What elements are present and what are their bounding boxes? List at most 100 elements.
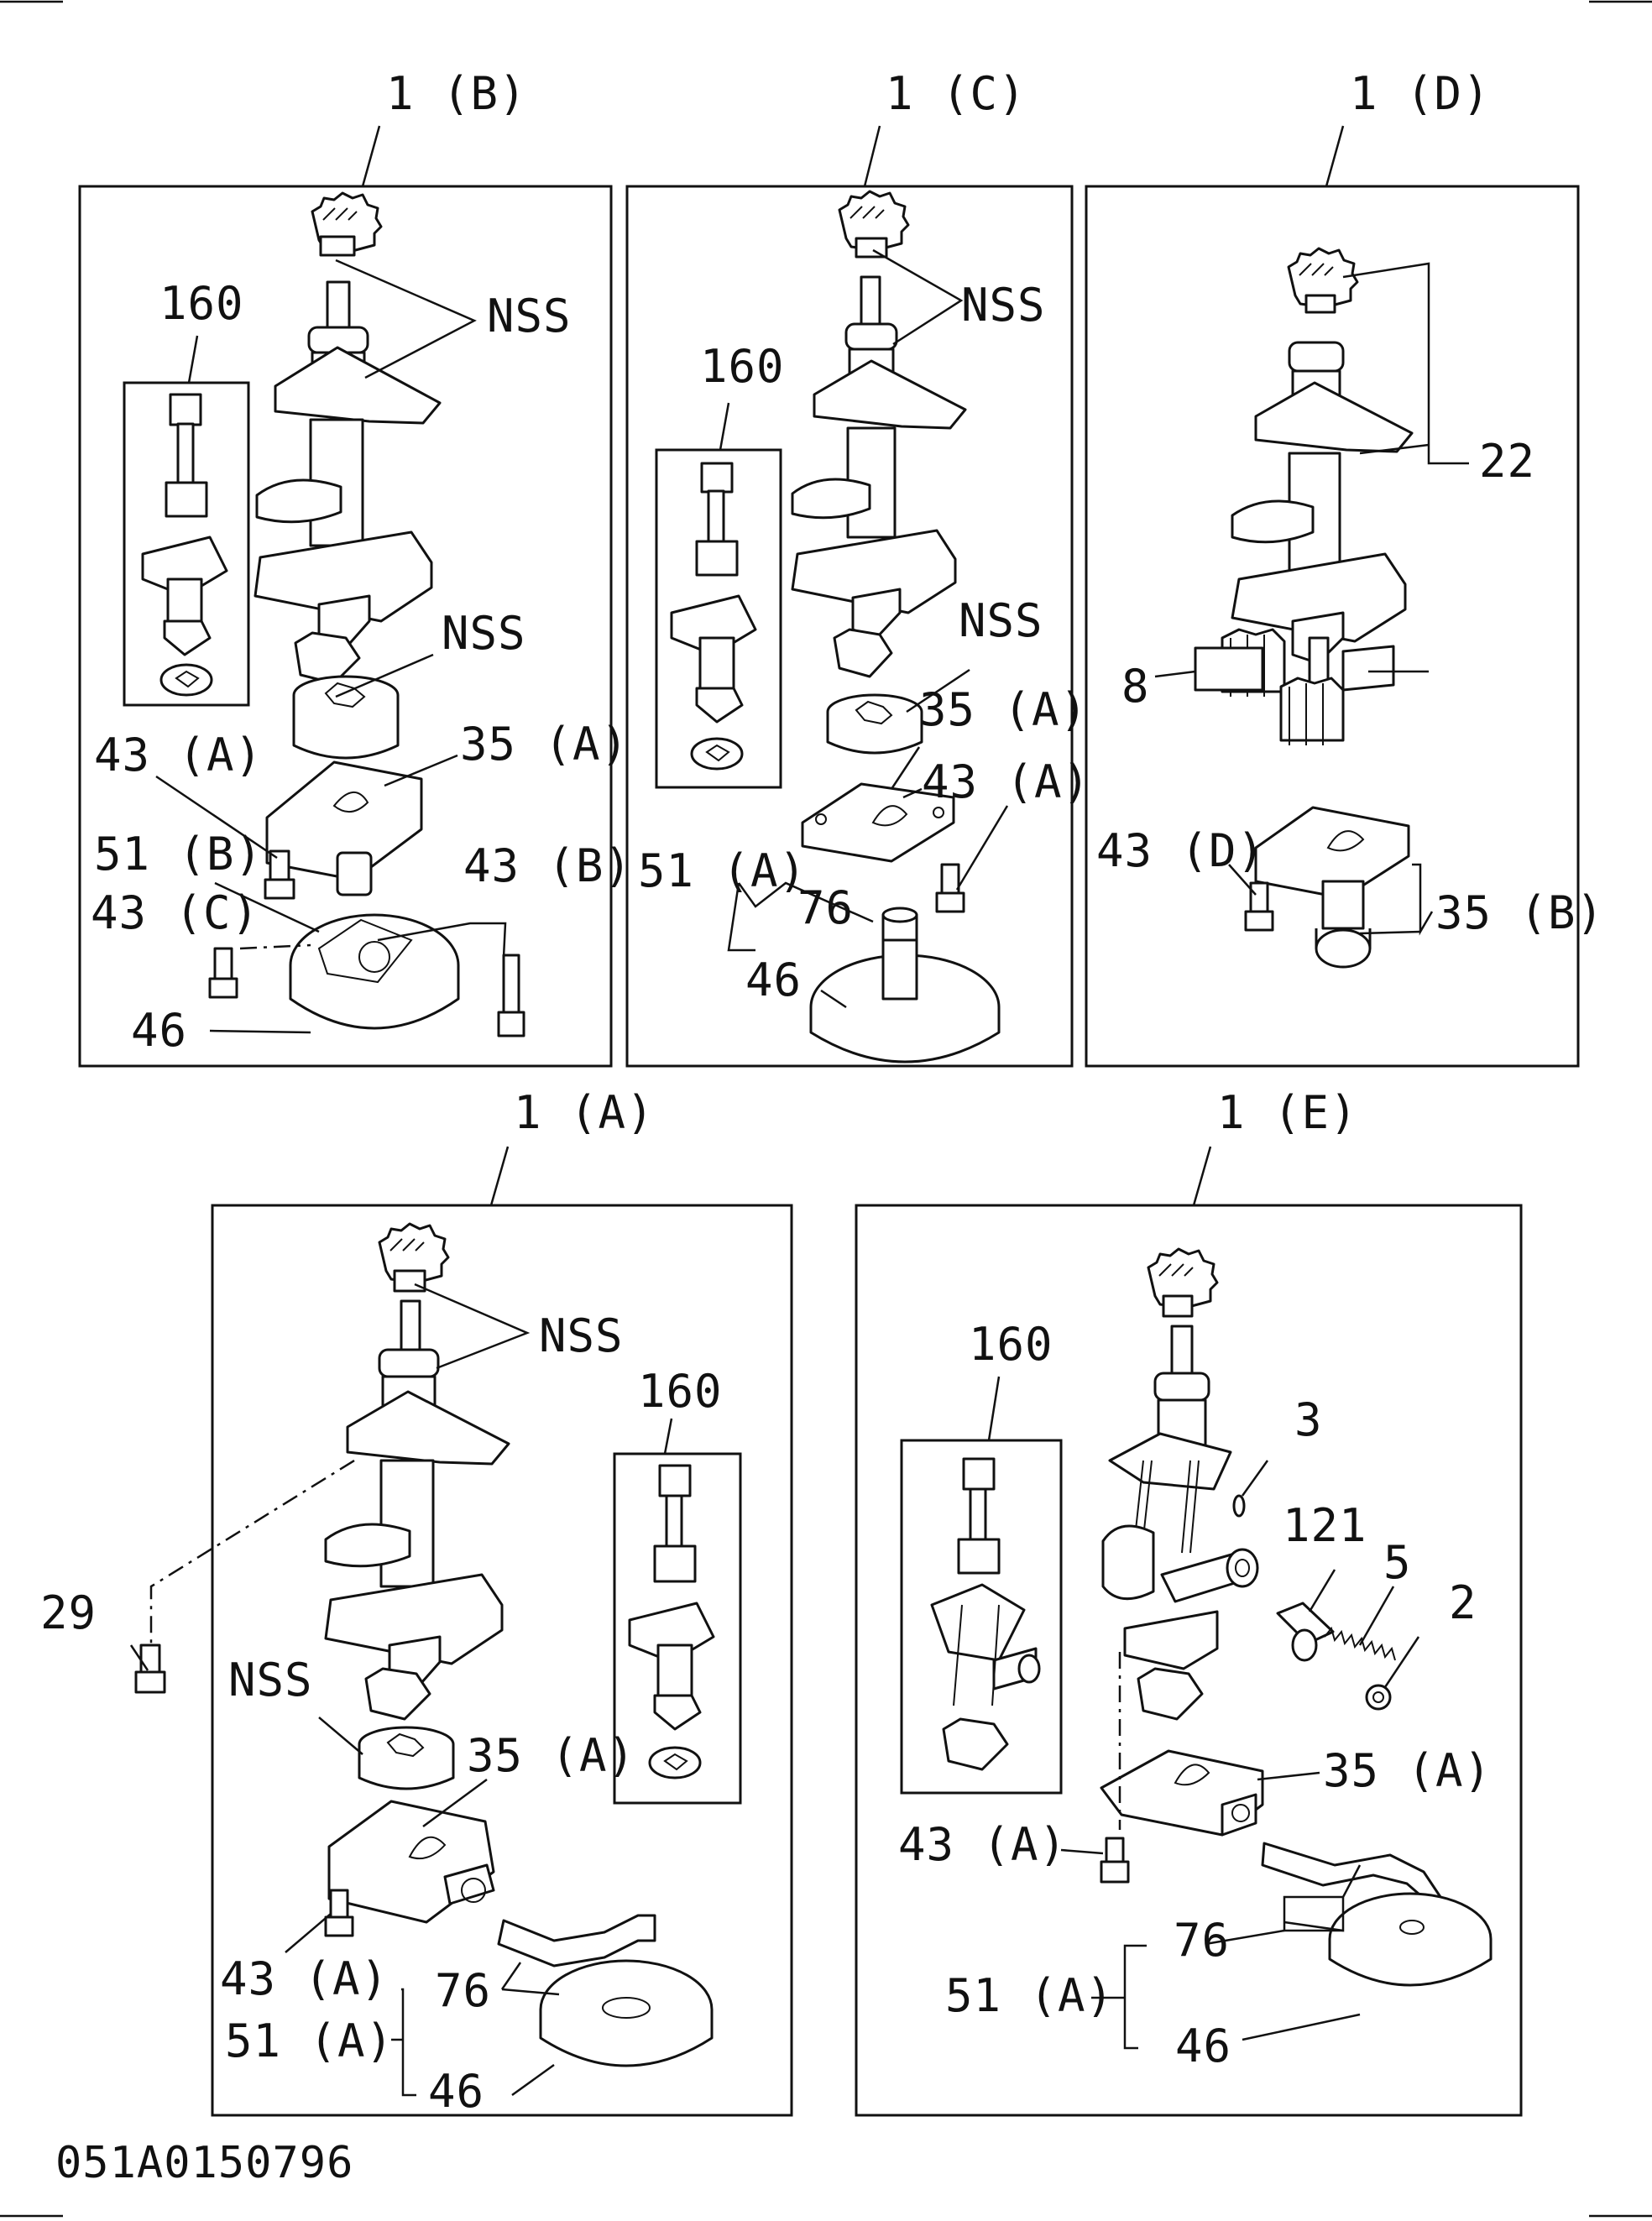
label-35a: 35 (A) [1323,1744,1492,1797]
rotor-icon [292,675,400,760]
plug-2-icon [1365,1684,1392,1711]
panel-1b-leaders [155,259,507,1034]
cover-35b-icon [1254,806,1410,969]
panel-1a-leaders [129,1283,560,2097]
bolt-43d-icon [1244,881,1274,932]
panel-1d: 1 (D) [1085,67,1604,1068]
panel-1a: 1 (A) [40,1086,793,2118]
oil-strainer-icon [497,1914,714,2067]
label-29: 29 [40,1586,97,1639]
panel-1d-title: 1 (D) [1350,67,1491,120]
inset-160-box [900,1376,1063,1795]
drive-gear-icon [1147,1247,1219,1318]
label-46: 46 [1175,2020,1231,2072]
label-43a: 43 (A) [94,729,263,781]
panel-1a-frame [211,1204,793,2117]
cover-icon [265,760,423,896]
bolt-43b-icon [497,954,525,1037]
label-nss: NSS [442,607,526,660]
drive-gear-icon [378,1222,450,1293]
panel-1b: 1 (B) [78,67,632,1068]
label-nss: NSS [959,594,1043,647]
cover-icon [327,1800,495,1924]
label-51a: 51 (A) [225,2015,394,2067]
bolt-43a-icon [1100,1837,1130,1884]
panel-1d-leaders [1154,262,1469,936]
panel-1e-title: 1 (E) [1217,1086,1358,1139]
document-code: 051A0150796 [55,2138,353,2188]
bolt-43a-icon [324,1889,354,1937]
panel-1e-frame [855,1204,1523,2117]
rotor-icon [826,693,923,755]
pump-shaft-body [1231,341,1414,665]
label-2: 2 [1449,1576,1477,1629]
pump-shaft-body [324,1299,510,1721]
bolt-43c-icon [208,947,238,999]
panel-1b-title: 1 (B) [386,67,527,120]
label-76: 76 [1174,1914,1230,1967]
inset-160-box [613,1418,742,1805]
label-nss: NSS [961,279,1046,332]
gear-8-icon [1194,628,1395,745]
label-160: 160 [159,277,244,330]
panel-1e: 1 (E) [855,1086,1523,2117]
panel-1c-leaders [727,248,1009,1009]
drive-gear-icon [1287,247,1359,314]
pump-shaft-body [791,275,967,678]
panel-1c-frame [625,185,1074,1068]
panel-1e-leaders [1060,1460,1420,2050]
cover-icon [1100,1749,1264,1837]
label-35b: 35 (B) [1435,886,1604,939]
label-nss: NSS [228,1654,313,1706]
pin-3-icon [1232,1494,1246,1518]
label-8: 8 [1121,660,1150,713]
label-51b: 51 (B) [94,828,263,881]
panel-1c: 1 (C) [625,67,1090,1068]
label-5: 5 [1383,1536,1412,1589]
label-3: 3 [1294,1393,1323,1446]
drive-gear-icon [311,191,383,257]
panel-1d-frame [1085,185,1580,1068]
pump-shaft-body [1101,1325,1259,1721]
label-46: 46 [428,2065,484,2118]
label-76: 76 [435,1964,491,2017]
label-160: 160 [969,1318,1053,1371]
drive-gear-icon [838,190,910,259]
cover-icon [801,782,955,863]
pump-shaft-body [254,280,442,685]
bolt-29-icon [134,1644,166,1694]
label-46: 46 [131,1004,187,1057]
spacer-121-icon [1276,1602,1335,1662]
spring-5-icon [1324,1626,1396,1661]
label-160: 160 [638,1365,723,1418]
label-43a: 43 (A) [922,755,1090,808]
label-160: 160 [700,340,785,393]
oil-strainer-icon [809,907,1001,1063]
label-76: 76 [797,881,854,934]
label-51a: 51 (A) [638,844,807,897]
bolt-43a-icon [935,863,965,913]
label-43d: 43 (D) [1096,824,1265,877]
panel-1a-title: 1 (A) [514,1086,655,1139]
label-35a: 35 (A) [919,683,1088,736]
label-nss: NSS [539,1309,624,1362]
label-22: 22 [1479,435,1535,488]
oil-strainer-icon [1261,1842,1493,1987]
panel-1c-title: 1 (C) [886,67,1027,120]
panel-1b-frame [78,185,613,1068]
label-51a: 51 (A) [945,1969,1114,2022]
inset-160-box [655,402,782,789]
label-43a: 43 (A) [898,1818,1067,1871]
label-43c: 43 (C) [91,886,259,939]
label-35a: 35 (A) [467,1729,635,1782]
label-43b: 43 (B) [463,839,632,892]
bolt-43a-icon [264,849,295,900]
rotor-icon [358,1726,455,1790]
label-35a: 35 (A) [460,718,629,771]
label-43a: 43 (A) [220,1952,389,2005]
label-46: 46 [745,954,802,1006]
label-121: 121 [1283,1499,1367,1552]
label-nss: NSS [487,290,572,342]
